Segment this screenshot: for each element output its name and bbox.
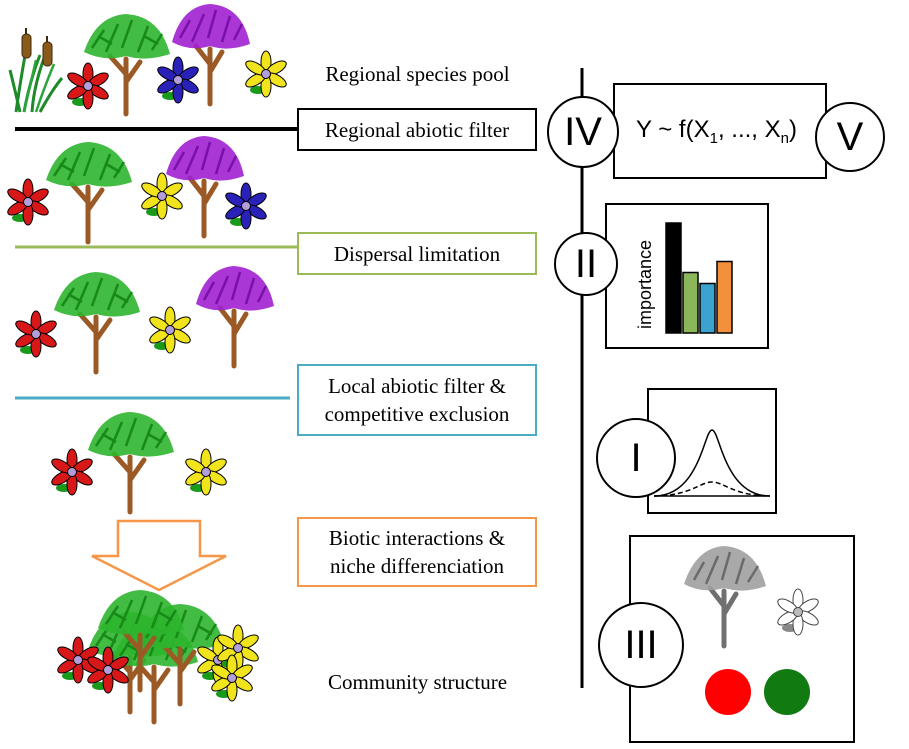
down-arrow-icon <box>91 519 227 592</box>
red-dot <box>705 669 751 715</box>
post-regional-filter-illustration <box>4 136 270 242</box>
community-structure-label: Community structure <box>327 670 508 694</box>
numeral-v-circle: V <box>815 102 885 172</box>
biotic-line2: niche differenciation <box>330 554 504 578</box>
green-dot <box>764 669 810 715</box>
importance-bars <box>665 222 733 334</box>
numeral-iii-circle: III <box>598 602 684 688</box>
cattail-icon <box>8 28 64 113</box>
post-local-filter-illustration <box>48 412 230 512</box>
red-flower-icon <box>12 309 60 359</box>
blue-flower-icon <box>222 181 270 231</box>
community-illustration <box>54 590 262 722</box>
green-tree-icon <box>88 412 174 512</box>
numeral-i-circle: I <box>596 418 676 498</box>
regional-species-pool-label: Regional species pool <box>325 62 510 86</box>
regional-abiotic-filter-box: Regional abiotic filter <box>297 108 537 151</box>
biotic-line1: Biotic interactions & <box>328 526 506 550</box>
niche-curves <box>653 429 771 497</box>
importance-bar-3 <box>699 282 716 334</box>
yellow-flower-icon <box>146 305 194 355</box>
regional-pool-illustration <box>8 4 290 114</box>
importance-bar-1 <box>665 222 682 334</box>
local-abiotic-filter-box: Local abiotic filter & competitive exclu… <box>297 364 537 436</box>
importance-bar-4 <box>716 260 733 334</box>
importance-axis-label: importance <box>635 240 655 329</box>
local-filter-line1: Local abiotic filter & <box>328 374 506 398</box>
post-dispersal-illustration <box>12 266 274 372</box>
yellow-flower-icon <box>182 447 230 497</box>
green-tree-icon <box>84 14 170 114</box>
numeral-ii-circle: II <box>554 232 618 296</box>
green-tree-icon <box>54 272 140 372</box>
dispersal-limitation-box: Dispersal limitation <box>297 232 537 275</box>
red-flower-icon <box>48 447 96 497</box>
biotic-interactions-box: Biotic interactions & niche differenciat… <box>297 517 537 587</box>
yellow-flower-icon <box>242 49 290 99</box>
local-filter-line2: competitive exclusion <box>324 402 510 426</box>
importance-bar-2 <box>682 271 699 334</box>
red-flower-icon <box>64 61 112 111</box>
green-tree-icon <box>46 142 132 242</box>
blue-flower-icon <box>154 55 202 105</box>
model-formula: Y ~ f(X1, ..., Xn) <box>636 116 797 147</box>
purple-tree-icon <box>196 266 274 366</box>
red-flower-icon <box>4 177 52 227</box>
yellow-flower-icon <box>138 171 186 221</box>
numeral-iv-circle: IV <box>547 96 619 168</box>
